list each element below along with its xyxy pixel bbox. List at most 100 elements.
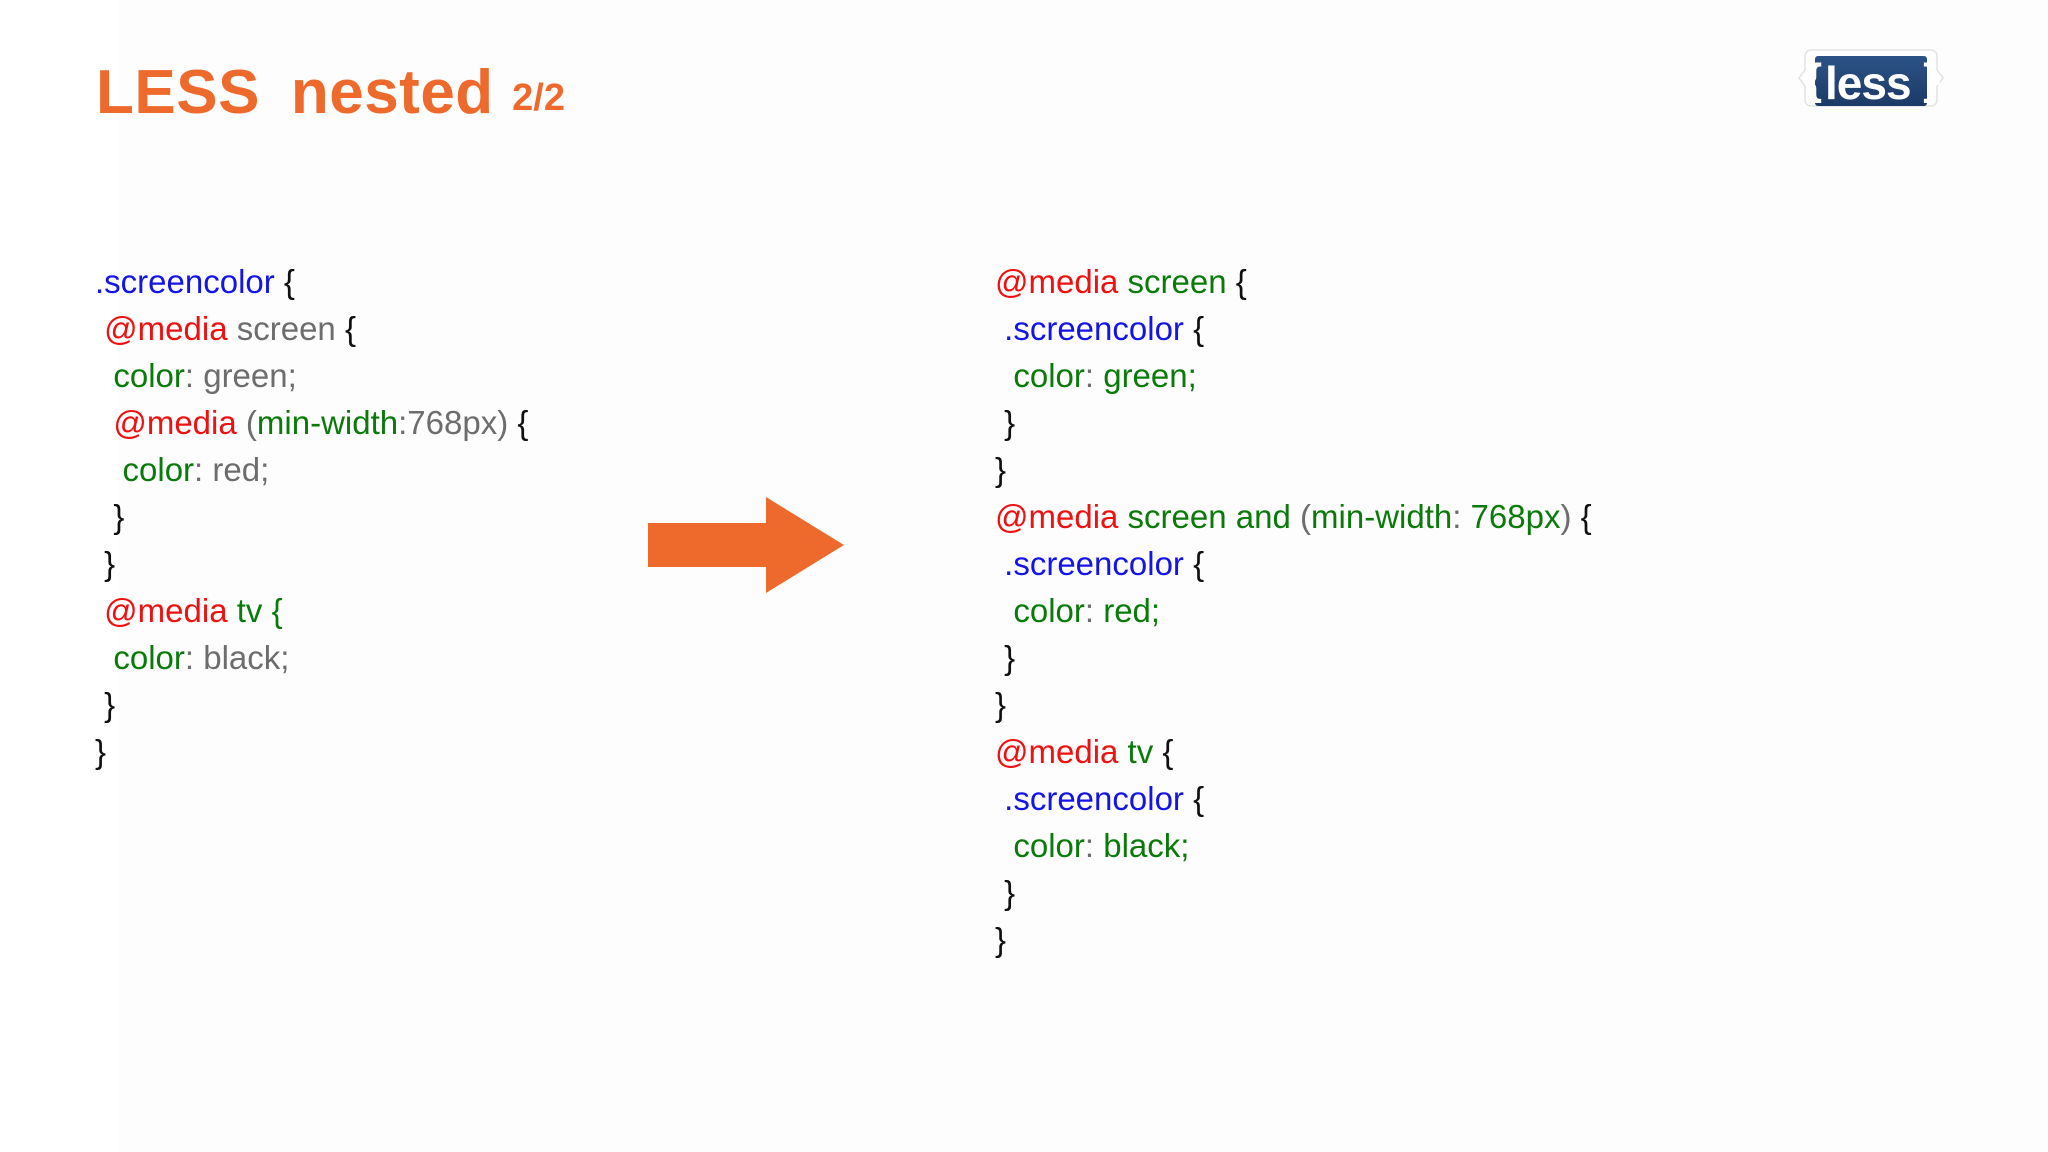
code-token: :	[1084, 827, 1095, 864]
title-second-word: nested	[290, 58, 494, 127]
code-token: screen	[227, 310, 345, 347]
code-token: @media	[995, 498, 1119, 535]
code-token: :	[1084, 592, 1095, 629]
background-band-left	[0, 0, 118, 1152]
code-block-css-output: @media screen { .screencolor { color: gr…	[995, 258, 1592, 963]
code-token: min-width	[1311, 498, 1453, 535]
code-token: @media	[104, 592, 228, 629]
code-token: min-width	[256, 404, 399, 441]
code-line: .screencolor {	[995, 540, 1592, 587]
code-token	[95, 639, 113, 676]
code-token: }	[995, 921, 1007, 958]
code-token	[95, 592, 104, 629]
code-token: }	[95, 733, 107, 770]
code-token: }	[1004, 404, 1016, 441]
code-block-less-source: .screencolor { @media screen { color: gr…	[95, 258, 528, 775]
code-token	[95, 451, 123, 488]
code-token: }	[104, 686, 116, 723]
code-token	[95, 310, 104, 347]
code-token: 768px	[1461, 498, 1561, 535]
code-token: screen	[1118, 263, 1236, 300]
code-token: tv	[227, 592, 272, 629]
svg-text:{: {	[1805, 55, 1822, 104]
code-token: :	[1452, 498, 1462, 535]
page-title: LESS nested 2/2	[96, 62, 565, 124]
code-token: {	[271, 592, 283, 629]
code-token	[995, 874, 1004, 911]
code-line: @media tv {	[95, 587, 528, 634]
code-token: {	[283, 263, 295, 300]
code-token: }	[104, 545, 116, 582]
code-token	[995, 310, 1004, 347]
code-line: color: black;	[995, 822, 1592, 869]
code-token: {	[1580, 498, 1592, 535]
code-token: color	[122, 451, 195, 488]
less-logo-icon: { } less	[1798, 49, 1944, 109]
code-token: {	[1235, 263, 1247, 300]
code-token	[95, 404, 113, 441]
code-token	[995, 357, 1013, 394]
less-logo: { } less	[1797, 44, 1945, 112]
svg-text:less: less	[1825, 57, 1911, 109]
code-token: .screencolor	[1004, 310, 1184, 347]
title-page-counter: 2/2	[512, 77, 565, 119]
code-line: }	[995, 399, 1592, 446]
code-line: color: red;	[95, 446, 528, 493]
code-token: color	[113, 357, 185, 394]
code-token: green;	[1094, 357, 1197, 394]
code-line: }	[995, 681, 1592, 728]
code-token: {	[1193, 310, 1205, 347]
code-token: }	[113, 498, 125, 535]
code-token	[95, 545, 104, 582]
code-line: color: red;	[995, 587, 1592, 634]
code-line: }	[95, 728, 528, 775]
code-token: {	[1193, 545, 1205, 582]
code-line: .screencolor {	[995, 775, 1592, 822]
code-token: {	[517, 404, 529, 441]
right-arrow-icon	[648, 497, 844, 593]
code-line: @media screen {	[95, 305, 528, 352]
code-line: @media (min-width:768px) {	[95, 399, 528, 446]
code-token: }	[995, 451, 1007, 488]
code-token: tv	[1118, 733, 1163, 770]
code-line: @media screen and (min-width: 768px) {	[995, 493, 1592, 540]
code-token: color	[1013, 592, 1085, 629]
code-token: }	[1004, 874, 1016, 911]
code-token: )	[1560, 498, 1581, 535]
code-token	[95, 498, 113, 535]
title-main-word: LESS	[96, 58, 260, 127]
code-token	[995, 592, 1013, 629]
code-token: : red;	[194, 451, 270, 488]
code-token: {	[344, 310, 356, 347]
code-line: .screencolor {	[995, 305, 1592, 352]
code-line: }	[995, 869, 1592, 916]
code-token: color	[113, 639, 185, 676]
code-line: }	[995, 634, 1592, 681]
code-token	[995, 404, 1004, 441]
code-token: screen and	[1118, 498, 1301, 535]
code-token	[95, 686, 104, 723]
code-token: (	[1300, 498, 1312, 535]
code-token: (	[236, 404, 257, 441]
code-token: : green;	[184, 357, 297, 394]
code-line: }	[95, 681, 528, 728]
svg-text:}: }	[1923, 55, 1940, 104]
code-line: }	[95, 540, 528, 587]
code-token: red;	[1094, 592, 1161, 629]
code-line: color: black;	[95, 634, 528, 681]
code-token: }	[995, 686, 1007, 723]
code-token: : black;	[184, 639, 290, 676]
code-token: :	[1084, 357, 1095, 394]
code-line: .screencolor {	[95, 258, 528, 305]
code-token: @media	[995, 733, 1119, 770]
code-token: :768px)	[398, 404, 518, 441]
code-token	[275, 263, 284, 300]
code-line: @media screen {	[995, 258, 1592, 305]
code-token: color	[1013, 827, 1085, 864]
code-token	[1184, 780, 1193, 817]
code-line: color: green;	[95, 352, 528, 399]
code-token: {	[1162, 733, 1174, 770]
code-token: black;	[1094, 827, 1190, 864]
code-line: }	[995, 446, 1592, 493]
code-token: }	[1004, 639, 1016, 676]
